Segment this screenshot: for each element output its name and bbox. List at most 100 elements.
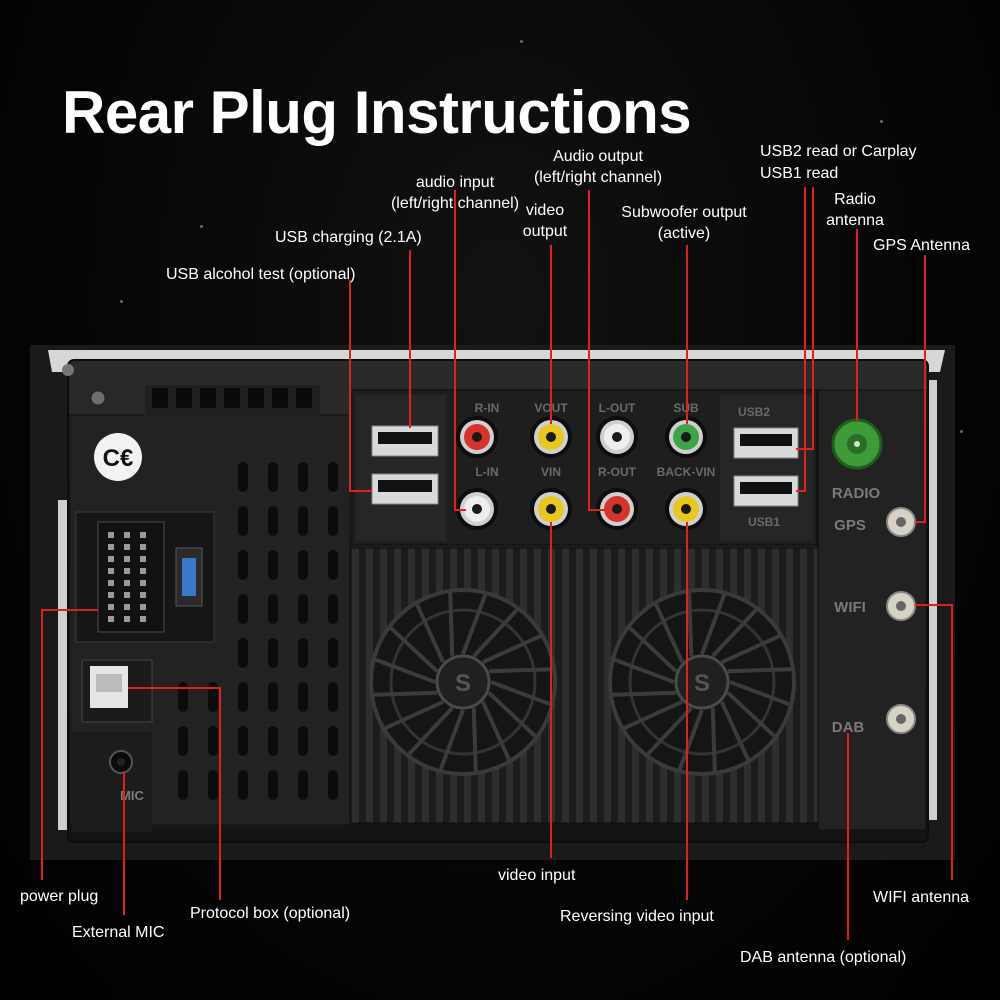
connector-pin [140, 532, 146, 538]
connector-pin [124, 556, 130, 562]
vent-slot [238, 550, 248, 580]
vent-slot [238, 506, 248, 536]
label-audio-output-line1: Audio output [553, 148, 643, 165]
label-video-output-line1: video [525, 202, 565, 219]
star-icon [200, 225, 203, 228]
label-video-input: video input [498, 867, 576, 884]
vent-slot [298, 770, 308, 800]
label-usb-alcohol: USB alcohol test (optional) [166, 266, 356, 283]
leader-usb-alcohol [349, 280, 372, 492]
vent-slot [268, 682, 278, 712]
vent-slot [328, 770, 338, 800]
label-usb1-read: USB1 read [760, 165, 839, 182]
ce-mark-icon: C€ [94, 433, 142, 481]
connector-pin [108, 616, 114, 622]
label-dab-antenna: DAB antenna (optional) [740, 949, 907, 966]
vent-slot [238, 462, 248, 492]
label-subwoofer-line1: Subwoofer output [621, 204, 747, 221]
marking-usb1: USB1 [748, 515, 780, 529]
connector-pin [124, 592, 130, 598]
vent-slot [238, 682, 248, 712]
vent-slot [328, 506, 338, 536]
vent-slot [328, 594, 338, 624]
leader-audio-input [454, 190, 466, 511]
svg-text:C€: C€ [103, 445, 134, 472]
vent-slot [208, 682, 218, 712]
usb-port-alcohol [371, 473, 439, 505]
connector-pin [108, 592, 114, 598]
vent-slot [298, 506, 308, 536]
leader-power-plug [41, 609, 98, 880]
rca-vout-jack [530, 416, 572, 458]
star-icon [960, 430, 963, 433]
vent-slot [268, 770, 278, 800]
label-usb-charging: USB charging (2.1A) [275, 229, 422, 246]
label-subwoofer-line2: (active) [657, 225, 711, 242]
connector-pin [124, 532, 130, 538]
connector-pin [108, 580, 114, 586]
vent-slot [268, 638, 278, 668]
vent-slot [328, 462, 338, 492]
leader-wifi [915, 604, 953, 880]
connector-pin [140, 568, 146, 574]
usb-port-usb1 [733, 475, 799, 507]
leader-protocol-box [128, 687, 221, 900]
star-icon [880, 120, 883, 123]
usb-port-usb2 [733, 427, 799, 459]
marking-dab: DAB [832, 719, 865, 736]
label-audio-input-line1: audio input [415, 174, 495, 191]
rca-r-out-jack [596, 488, 638, 530]
rca-l-in-jack [456, 488, 498, 530]
radio-antenna-socket [831, 418, 883, 470]
cooling-fan-1: S [369, 588, 557, 776]
mic-jack [72, 732, 152, 832]
connector-pin [140, 604, 146, 610]
label-power-plug: power plug [20, 888, 99, 905]
vent-slot [328, 550, 338, 580]
leader-audio-output [588, 190, 605, 511]
vent-slot [178, 770, 188, 800]
label-wifi-antenna: WIFI antenna [873, 889, 970, 906]
fan-badge: S [455, 670, 471, 697]
vent-slot [208, 726, 218, 756]
star-icon [120, 300, 123, 303]
rca-vin-jack [530, 488, 572, 530]
connector-pin [124, 544, 130, 550]
marking-l-in: L-IN [475, 465, 498, 479]
rca-r-in-jack [456, 416, 498, 458]
vent-slot [298, 726, 308, 756]
connector-pin [124, 568, 130, 574]
dab-antenna-socket [886, 704, 916, 734]
marking-back-vin: BACK-VIN [657, 465, 716, 479]
connector-pin [108, 568, 114, 574]
vent-slot [238, 726, 248, 756]
label-video-output-line2: output [522, 223, 568, 240]
label-video-output: video output [500, 200, 590, 242]
label-audio-input-line2: (left/right channel) [390, 195, 520, 212]
connector-pin [140, 580, 146, 586]
label-audio-input: audio input (left/right channel) [345, 172, 565, 214]
power-plug-connector [75, 511, 215, 643]
marking-l-out: L-OUT [599, 401, 636, 415]
marking-usb2: USB2 [738, 405, 770, 419]
label-radio-antenna-line1: Radio [834, 191, 876, 208]
label-radio-antenna-line2: antenna [826, 212, 884, 229]
vent-slot [178, 726, 188, 756]
marking-r-in: R-IN [475, 401, 500, 415]
leader-usb1 [796, 187, 806, 492]
vent-slot [298, 682, 308, 712]
marking-mic: MIC [120, 788, 144, 803]
vent-slot [238, 594, 248, 624]
vent-slot [268, 726, 278, 756]
vent-slot [238, 770, 248, 800]
rca-back-vin-jack [665, 488, 707, 530]
connector-pin [108, 556, 114, 562]
usb-port-charging [371, 425, 439, 457]
star-icon [520, 40, 523, 43]
label-audio-output-line2: (left/right channel) [533, 169, 663, 186]
vent-slot [298, 462, 308, 492]
connector-pin [108, 532, 114, 538]
wifi-antenna-socket [886, 591, 916, 621]
label-radio-antenna: Radio antenna [800, 189, 910, 231]
